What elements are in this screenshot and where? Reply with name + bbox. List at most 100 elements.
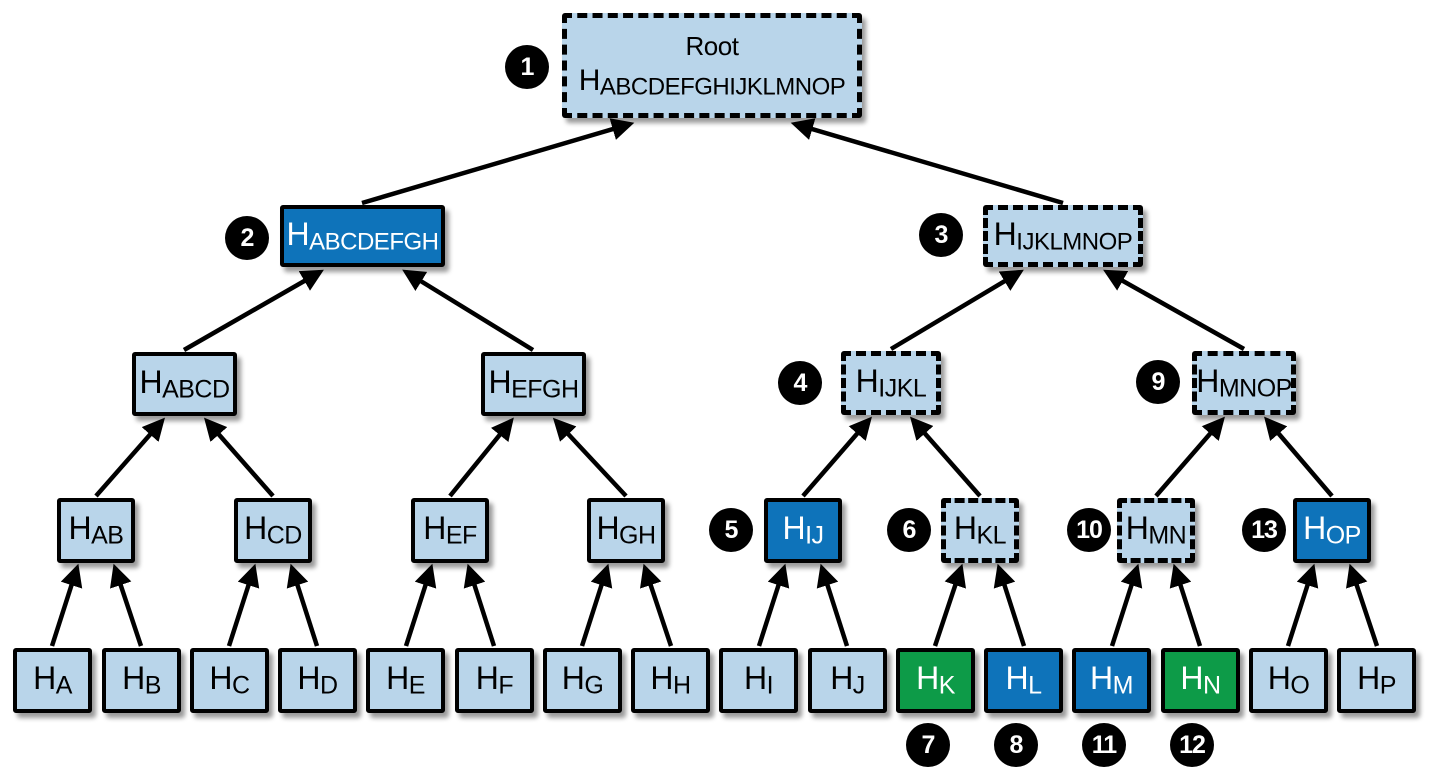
hash-prefix: H bbox=[423, 510, 446, 547]
node-h-l: HL bbox=[984, 648, 1063, 713]
node-h-ij: HIJ bbox=[764, 498, 842, 563]
node-h-f: HF bbox=[455, 648, 534, 713]
node-h-e: HE bbox=[366, 648, 445, 713]
hash-prefix: H bbox=[1090, 660, 1113, 697]
hash-prefix: H bbox=[1196, 362, 1219, 399]
node-h-i: HI bbox=[719, 648, 798, 713]
hash-prefix: H bbox=[386, 660, 409, 697]
step-badge-11: 11 bbox=[1082, 723, 1126, 767]
root-title: Root bbox=[685, 30, 739, 61]
hash-subscript: MN bbox=[1148, 521, 1187, 550]
step-badge-4: 4 bbox=[778, 361, 822, 405]
hash-prefix: H bbox=[953, 510, 977, 547]
node-h-ijklmnop: HIJKLMNOP bbox=[983, 205, 1143, 267]
hash-subscript: A bbox=[55, 671, 73, 700]
node-h-d: HD bbox=[278, 648, 357, 713]
node-h-p: HP bbox=[1337, 648, 1416, 713]
hash-subscript: MNOP bbox=[1218, 374, 1293, 403]
root-hash-label: HABCDEFGHIJKLMNOP bbox=[578, 63, 846, 101]
hash-prefix: H bbox=[244, 510, 267, 547]
hash-subscript: B bbox=[144, 671, 162, 700]
hash-prefix: H bbox=[68, 510, 92, 547]
node-h-mnop: HMNOP bbox=[1192, 351, 1296, 415]
hash-subscript: L bbox=[1028, 671, 1042, 700]
hash-subscript: C bbox=[232, 671, 250, 700]
step-badge-12: 12 bbox=[1170, 723, 1214, 767]
hash-subscript: I bbox=[766, 671, 774, 700]
hash-subscript: N bbox=[1203, 671, 1221, 700]
hash-prefix: H bbox=[993, 215, 1017, 252]
hash-prefix: H bbox=[1357, 660, 1380, 697]
node-h-efgh: HEFGH bbox=[481, 352, 586, 416]
node-root: Root HABCDEFGHIJKLMNOP bbox=[562, 13, 862, 118]
hash-prefix: H bbox=[916, 660, 939, 697]
step-badge-2: 2 bbox=[225, 216, 269, 260]
hash-prefix: H bbox=[782, 510, 806, 547]
hash-prefix: H bbox=[596, 510, 620, 547]
hash-prefix: H bbox=[578, 63, 601, 97]
hash-prefix: H bbox=[830, 660, 853, 697]
hash-prefix: H bbox=[1180, 660, 1204, 697]
hash-prefix: H bbox=[33, 660, 56, 697]
hash-subscript: GH bbox=[619, 521, 656, 550]
hash-subscript: IJ bbox=[805, 521, 824, 550]
hash-prefix: H bbox=[1125, 510, 1149, 547]
node-h-o: HO bbox=[1249, 648, 1328, 713]
hash-subscript: J bbox=[852, 671, 866, 700]
hash-subscript: ABCDEFGH bbox=[309, 228, 439, 256]
hash-prefix: H bbox=[1303, 510, 1326, 547]
hash-prefix: H bbox=[488, 363, 512, 400]
hash-subscript: EFGH bbox=[511, 375, 579, 404]
node-h-ab: HAB bbox=[57, 498, 135, 563]
node-h-m: HM bbox=[1072, 648, 1151, 713]
node-h-k: HK bbox=[896, 648, 975, 713]
step-badge-9: 9 bbox=[1136, 360, 1180, 404]
node-h-cd: HCD bbox=[234, 498, 312, 563]
hash-prefix: H bbox=[475, 660, 499, 697]
hash-prefix: H bbox=[855, 362, 879, 399]
hash-prefix: H bbox=[650, 660, 674, 697]
hash-subscript: H bbox=[673, 671, 691, 700]
hash-subscript: O bbox=[1290, 671, 1310, 700]
step-badge-13: 13 bbox=[1242, 508, 1286, 552]
node-h-gh: HGH bbox=[587, 498, 665, 563]
hash-subscript: D bbox=[320, 671, 338, 700]
node-h-h: HH bbox=[631, 648, 710, 713]
node-h-b: HB bbox=[102, 648, 181, 713]
hash-subscript: K bbox=[938, 671, 956, 700]
hash-prefix: H bbox=[743, 660, 767, 697]
hash-subscript: IJKLMNOP bbox=[1016, 228, 1133, 256]
hash-subscript: KL bbox=[976, 521, 1007, 550]
step-badge-6: 6 bbox=[887, 508, 931, 552]
node-h-mn: HMN bbox=[1117, 498, 1195, 563]
node-h-c: HC bbox=[190, 648, 269, 713]
node-h-abcd: HABCD bbox=[132, 352, 237, 416]
step-badge-7: 7 bbox=[906, 723, 950, 767]
step-badge-10: 10 bbox=[1067, 508, 1111, 552]
hash-subscript: E bbox=[408, 671, 426, 700]
hash-prefix: H bbox=[122, 660, 145, 697]
hash-subscript: G bbox=[584, 671, 604, 700]
hash-prefix: H bbox=[209, 660, 233, 697]
hash-prefix: H bbox=[297, 660, 321, 697]
hash-subscript: ABCD bbox=[162, 375, 230, 404]
hash-subscript: ABCDEFGHIJKLMNOP bbox=[599, 73, 846, 101]
step-badge-8: 8 bbox=[994, 723, 1038, 767]
hash-subscript: CD bbox=[266, 521, 303, 550]
node-h-op: HOP bbox=[1293, 498, 1371, 563]
hash-subscript: IJKL bbox=[878, 374, 927, 403]
hash-subscript: M bbox=[1112, 671, 1134, 700]
hash-prefix: H bbox=[1005, 660, 1029, 697]
step-badge-3: 3 bbox=[919, 213, 963, 257]
hash-subscript: AB bbox=[91, 521, 124, 550]
step-badge-5: 5 bbox=[709, 508, 753, 552]
node-h-j: HJ bbox=[808, 648, 887, 713]
node-h-g: HG bbox=[543, 648, 622, 713]
node-h-ef: HEF bbox=[411, 498, 489, 563]
step-badge-1: 1 bbox=[505, 45, 549, 89]
hash-subscript: P bbox=[1379, 671, 1397, 700]
node-h-abcdefgh: HABCDEFGH bbox=[280, 205, 445, 267]
hash-prefix: H bbox=[1267, 660, 1291, 697]
